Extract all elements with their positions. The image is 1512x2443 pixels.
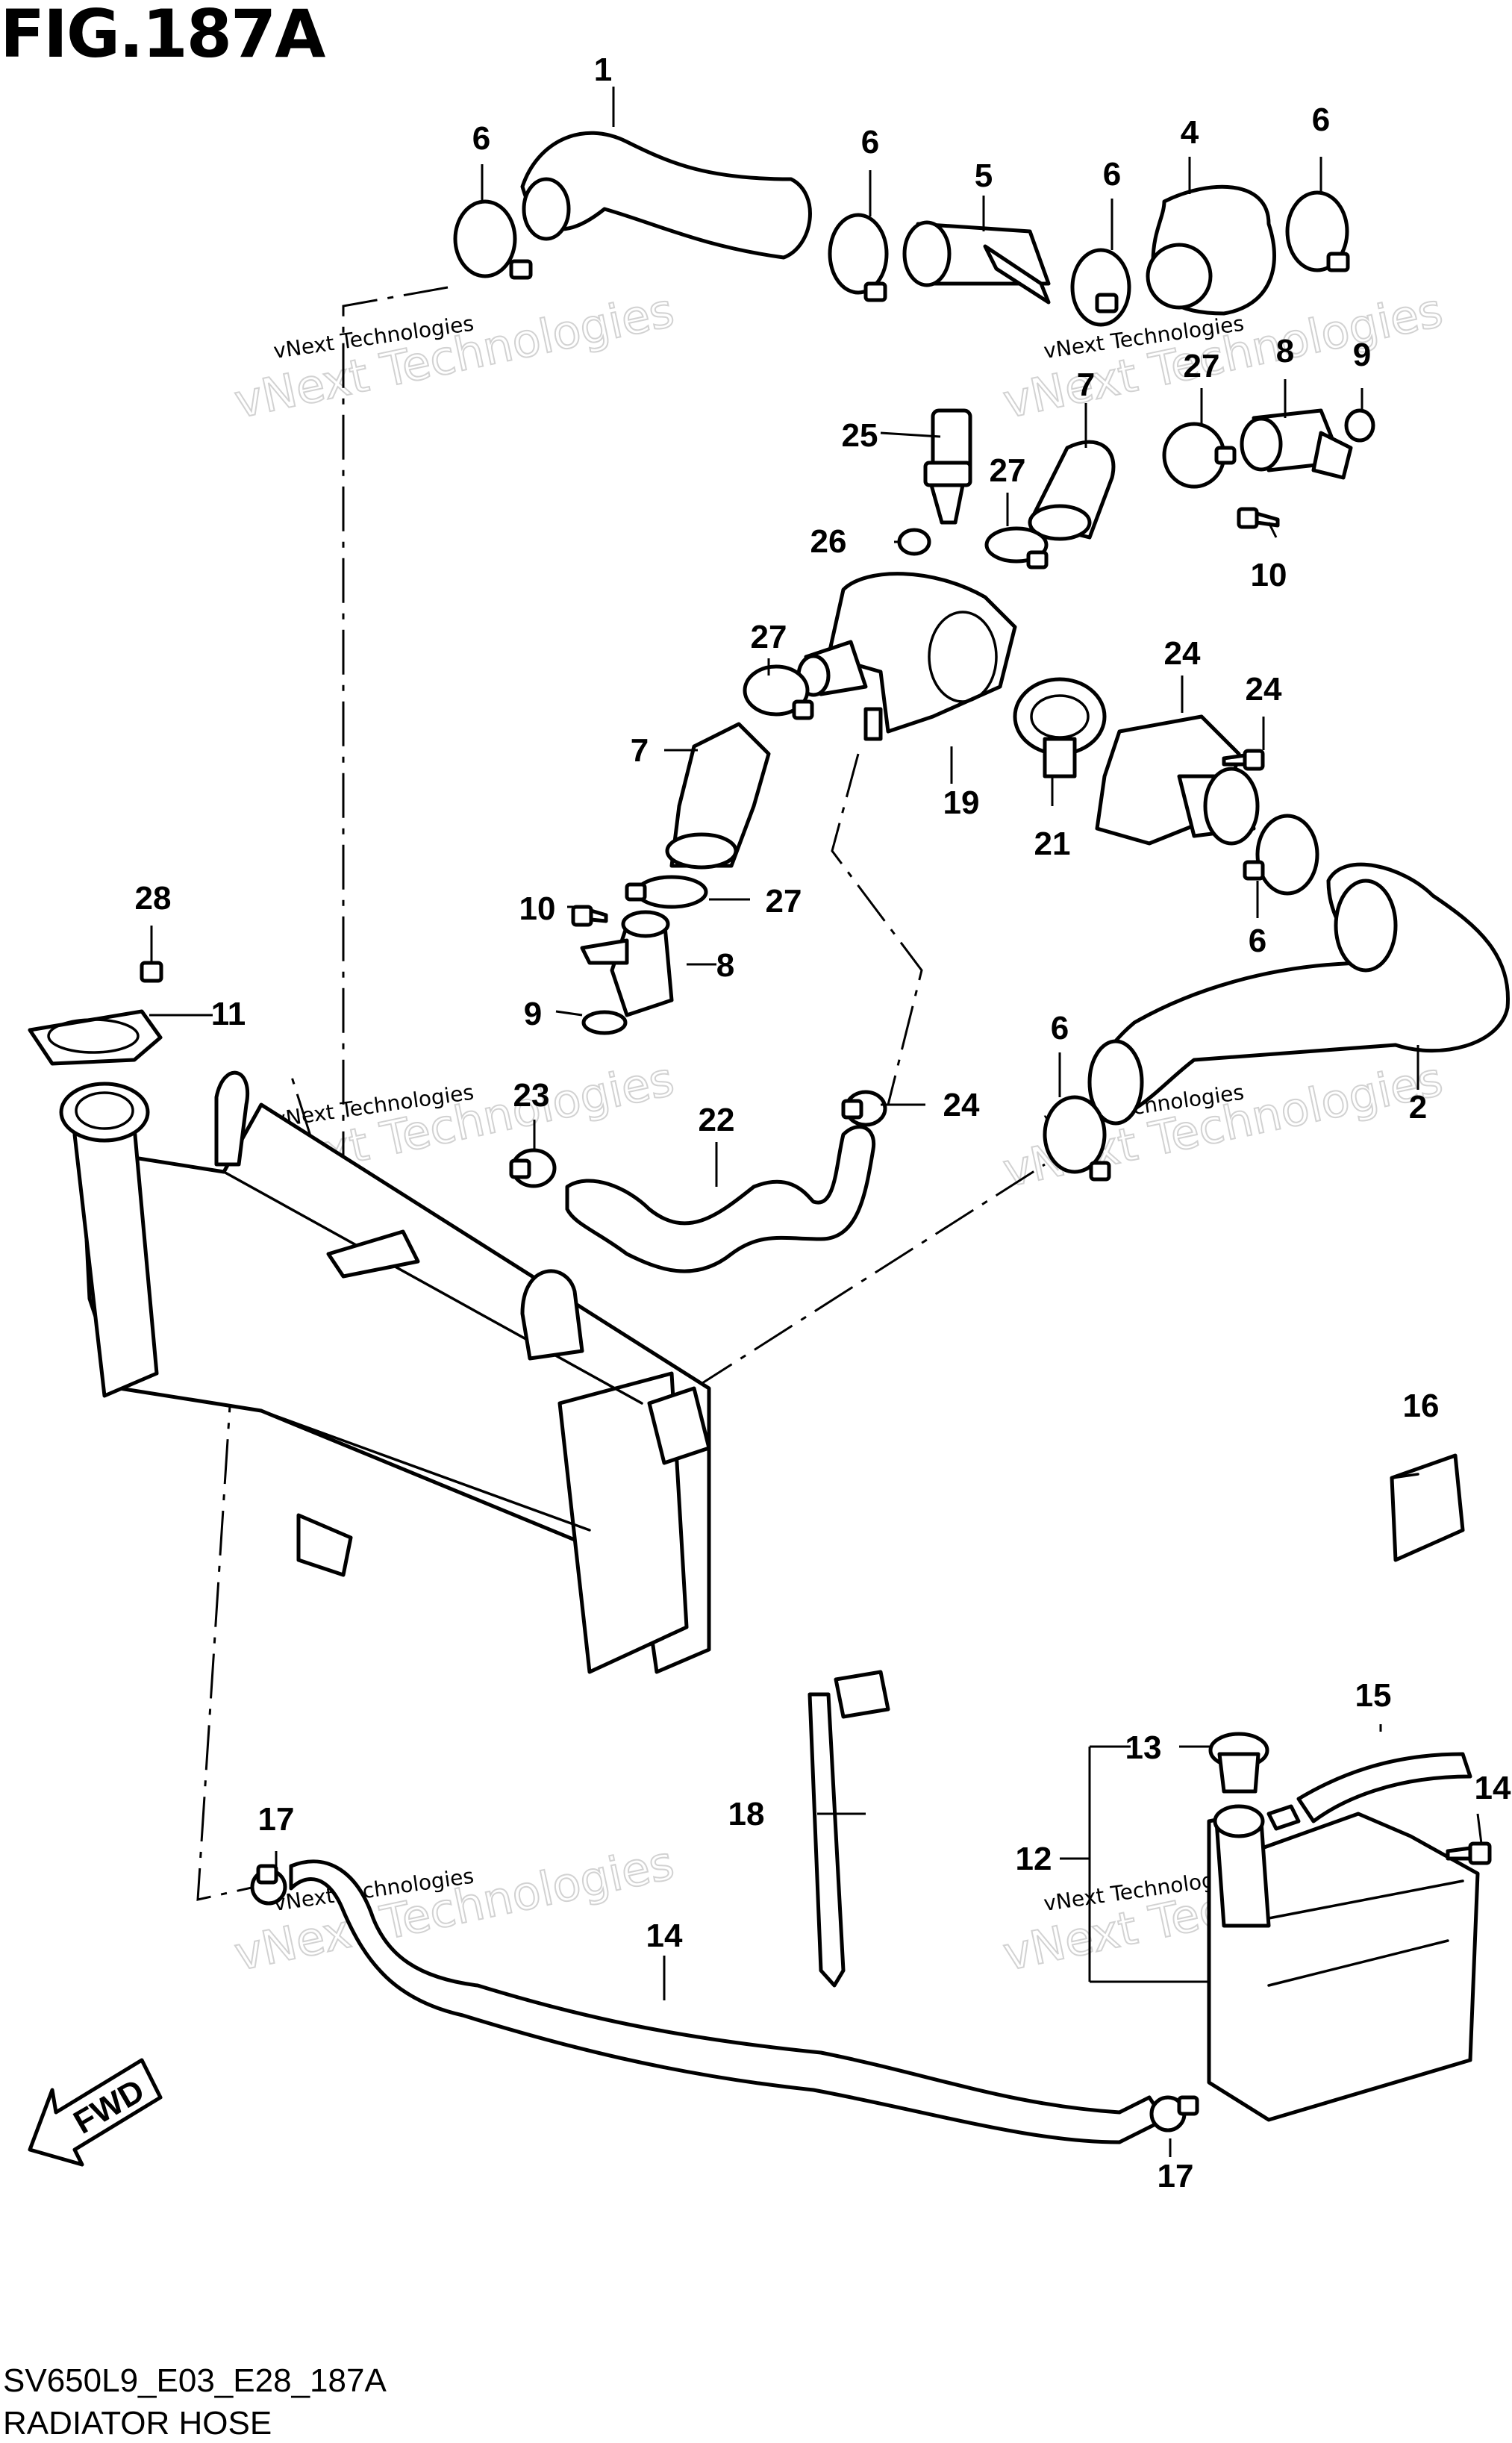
callout-9: 9 xyxy=(524,996,542,1032)
callout-12: 13 xyxy=(1125,1729,1162,1766)
screw-28 xyxy=(140,926,163,983)
hose-7 xyxy=(1028,440,1116,541)
callout-6: 6 xyxy=(1312,102,1330,138)
union-8 xyxy=(1240,408,1353,480)
callout-11: 12 xyxy=(1016,1841,1052,1877)
callout-1: 11 xyxy=(211,996,246,1032)
radiator xyxy=(59,1070,711,1674)
hose-clamp xyxy=(1070,248,1131,327)
clamp-24 xyxy=(841,1090,887,1127)
leader-lines xyxy=(149,87,1483,2157)
clamp-band xyxy=(807,1670,890,1988)
callout-2: 2 xyxy=(1409,1089,1427,1126)
label-16 xyxy=(1390,1453,1465,1562)
hose-2 xyxy=(1087,862,1511,1126)
callout-22: 24 xyxy=(1246,671,1282,708)
callout-20: 24 xyxy=(1164,635,1201,672)
callout-19: 19 xyxy=(943,784,980,821)
callout-6: 6 xyxy=(472,120,490,157)
hose-7 xyxy=(665,722,771,870)
bolt-13 xyxy=(1446,1841,1492,1865)
hose-clamp-27 xyxy=(625,875,708,909)
callout-10: 10 xyxy=(1251,557,1287,593)
callout-6: 6 xyxy=(1051,1010,1069,1046)
callout-14: 14 xyxy=(646,1918,683,1954)
callout-6: 6 xyxy=(1103,156,1121,193)
hose-clamp-27 xyxy=(984,526,1049,570)
callout-17: 17 xyxy=(1158,2158,1194,2194)
thermostat-cover xyxy=(1095,714,1260,846)
clamp-17 xyxy=(250,1864,287,1906)
hose-clamp-27 xyxy=(1162,422,1237,489)
callout-21: 21 xyxy=(1034,826,1071,862)
callout-9: 9 xyxy=(1353,337,1371,373)
callout-15: 15 xyxy=(1355,1677,1392,1714)
callout-7: 7 xyxy=(1077,366,1095,403)
callout-10: 10 xyxy=(519,890,556,927)
fwd-arrow: FWD xyxy=(28,2058,163,2167)
callout-17: 17 xyxy=(258,1801,295,1838)
reservoir-tank xyxy=(1207,1804,1480,2122)
hose-clamp-27 xyxy=(743,664,814,720)
callout-5: 5 xyxy=(975,157,993,194)
hose-clamp xyxy=(1243,814,1319,896)
hose-15 xyxy=(1296,1752,1472,1823)
callout-8: 8 xyxy=(716,947,734,984)
callout-26: 26 xyxy=(810,523,847,560)
bolt-10 xyxy=(1237,507,1280,529)
callout-25: 25 xyxy=(842,417,878,454)
pipe-5 xyxy=(902,220,1051,305)
callout-16: 16 xyxy=(1403,1388,1440,1424)
callout-28: 28 xyxy=(135,880,172,917)
callout-27: 27 xyxy=(1184,348,1220,384)
hose-clamp xyxy=(1043,1095,1111,1182)
reservoir-cap xyxy=(1208,1732,1269,1794)
thermostat xyxy=(1013,677,1107,779)
radiator-cap xyxy=(28,1009,163,1066)
temperature-sensor xyxy=(923,408,972,525)
figure-title: FIG.187A xyxy=(0,0,325,72)
bolt-22 xyxy=(1222,749,1265,771)
callout-23: 22 xyxy=(699,1102,735,1138)
figure-name: RADIATOR HOSE xyxy=(3,2405,272,2442)
thermostat-case xyxy=(796,572,1017,741)
hose-4 xyxy=(1146,184,1276,316)
o-ring-9 xyxy=(1344,408,1375,443)
o-ring-9 xyxy=(581,1010,628,1035)
callout-24: 23 xyxy=(513,1077,550,1114)
hose-23 xyxy=(565,1125,876,1273)
figure-code: SV650L9_E03_E28_187A xyxy=(3,2362,387,2399)
callout-4: 4 xyxy=(1181,114,1199,151)
hose-clamp xyxy=(1285,190,1350,272)
hose-clamp xyxy=(828,213,889,302)
callout-27: 27 xyxy=(766,883,802,920)
callouts: 1 6 6 5 6 4 6 27 8 9 7 25 27 26 10 27 24… xyxy=(135,52,1511,2194)
callout-7: 7 xyxy=(631,732,649,769)
clamp-24 xyxy=(509,1148,557,1188)
callout-13: 14 xyxy=(1475,1770,1511,1806)
callout-6: 6 xyxy=(1249,923,1266,959)
callout-27: 27 xyxy=(990,452,1026,489)
callout-6: 6 xyxy=(861,124,879,160)
hose-3 xyxy=(520,131,812,260)
clamp-17 xyxy=(1149,2095,1199,2132)
callout-3: 1 xyxy=(594,52,612,88)
bolt-10 xyxy=(571,905,608,927)
callout-8: 8 xyxy=(1276,333,1294,369)
callout-18: 18 xyxy=(728,1796,765,1832)
callout-27: 27 xyxy=(751,619,787,655)
callout-24: 24 xyxy=(943,1087,980,1123)
gasket-26 xyxy=(897,528,931,556)
hose-clamp xyxy=(453,199,533,280)
union-8 xyxy=(580,910,674,1017)
